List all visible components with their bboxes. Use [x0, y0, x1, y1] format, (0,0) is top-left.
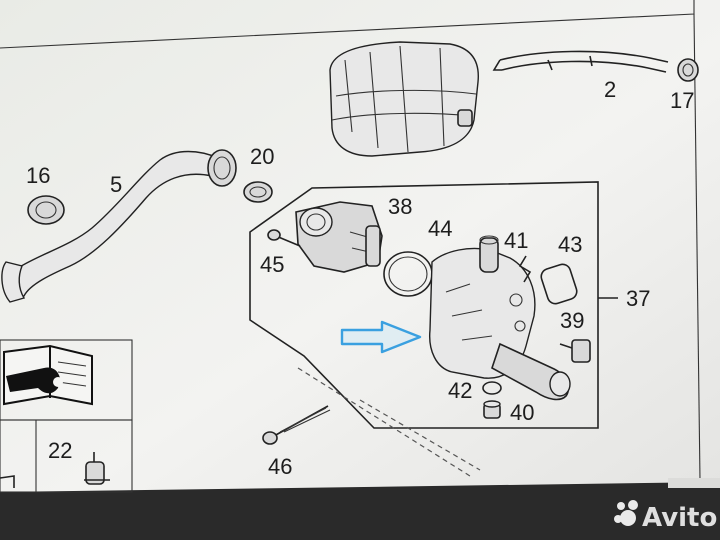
footer-strip — [668, 478, 720, 488]
callout-16: 16 — [26, 163, 50, 188]
thermostat-part — [295, 201, 383, 273]
highlight-arrow-icon — [340, 320, 422, 354]
clip-part — [518, 255, 532, 283]
gasket-part — [540, 263, 578, 305]
lower-hose-part — [1, 149, 237, 303]
callout-40: 40 — [510, 400, 534, 425]
clip-detail-part — [84, 452, 110, 485]
callout-43: 43 — [558, 232, 582, 257]
callout-46: 46 — [268, 454, 292, 479]
dashed-guide — [297, 367, 471, 477]
callout-20: 20 — [250, 144, 274, 169]
bolt-part — [267, 229, 301, 247]
callout-5: 5 — [110, 172, 122, 197]
plug-part — [483, 400, 501, 419]
sensor-part — [559, 339, 591, 363]
coolant-flange-part — [429, 235, 571, 401]
callout-41: 41 — [504, 228, 528, 253]
gasket-ring-inner — [388, 256, 428, 292]
callout-37: 37 — [626, 286, 650, 311]
callout-17: 17 — [670, 88, 694, 113]
clamp-part — [677, 58, 699, 82]
avito-watermark: Avito — [614, 500, 717, 533]
assembly-frame — [249, 181, 599, 429]
legend-panel — [0, 339, 133, 493]
callout-22: 22 — [48, 438, 72, 463]
callout-2: 2 — [604, 77, 616, 102]
avito-logo-text: Avito — [642, 503, 717, 533]
hose-detail-part — [0, 475, 15, 488]
callout-39: 39 — [560, 308, 584, 333]
long-bolt-part — [262, 405, 331, 445]
hose-clamp-part — [27, 195, 65, 225]
callout-45: 45 — [260, 252, 284, 277]
expansion-tank-part — [329, 41, 479, 157]
wrench-icon — [6, 367, 63, 394]
callout-42: 42 — [448, 378, 472, 403]
o-ring-part — [482, 381, 502, 395]
callout-44: 44 — [428, 216, 452, 241]
hose-clamp-part — [243, 181, 273, 203]
sheet-frame-right — [693, 13, 701, 481]
hose-part — [492, 50, 669, 73]
callout-38: 38 — [388, 194, 412, 219]
avito-dots-icon — [614, 500, 638, 526]
